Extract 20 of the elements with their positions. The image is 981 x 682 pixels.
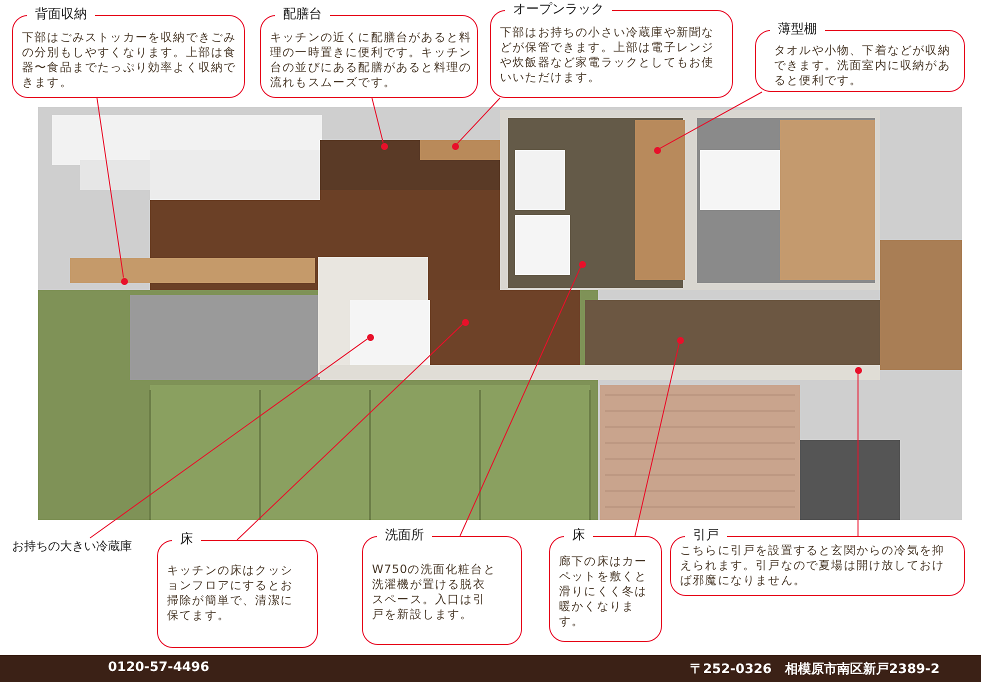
phone-number: 0120-57-4496 — [108, 660, 210, 675]
leader-line — [372, 98, 384, 144]
postal-code: 〒252-0326 — [690, 661, 772, 678]
callout-body: こちらに引戸を設置すると玄関からの冷気を抑えられます。引戸なので夏場は開け放しておけば邪魔になりません。 — [680, 543, 946, 588]
callout-text: お持ちの大きい冷蔵庫 — [12, 538, 132, 555]
leader-line — [90, 338, 368, 538]
callout-body: キッチンの床はクッションフロアにするとお掃除が簡単で、清潔に保てます。 — [167, 563, 294, 623]
callout-body: 下部はお持ちの小さい冷蔵庫や新聞などが保管できます。上部は電子レンジや炊飯器など家電ラックとしてもお使いいただけます。 — [500, 25, 716, 85]
leader-line — [660, 92, 762, 149]
leader-line — [460, 266, 582, 536]
callout-body: キッチンの近くに配膳台があると料理の一時置きに便利です。キッチン台の並びにある配膳があると料理の流れもスムーズです。 — [270, 30, 473, 90]
leader-line — [634, 342, 680, 536]
callout-body: タオルや小物、下着などが収納できます。洗面室内に収納があると便利です。 — [774, 43, 952, 88]
leader-line — [456, 98, 500, 144]
leader-line — [236, 324, 463, 540]
callout-body: 下部はごみストッカーを収納できごみの分別もしやすくなります。上部は食器〜食品までたっぷり効率よく収納できます。 — [22, 30, 238, 90]
address: 相模原市南区新戸2389-2 — [785, 660, 940, 678]
callout-body: W750の洗面化粧台と洗濯機が置ける脱衣スペース。入口は引戸を新設します。 — [372, 562, 496, 622]
callout-body: 廊下の床はカーペットを敷くと滑りにくく冬は暖かくなります。 — [559, 554, 648, 629]
leader-line — [96, 98, 124, 278]
